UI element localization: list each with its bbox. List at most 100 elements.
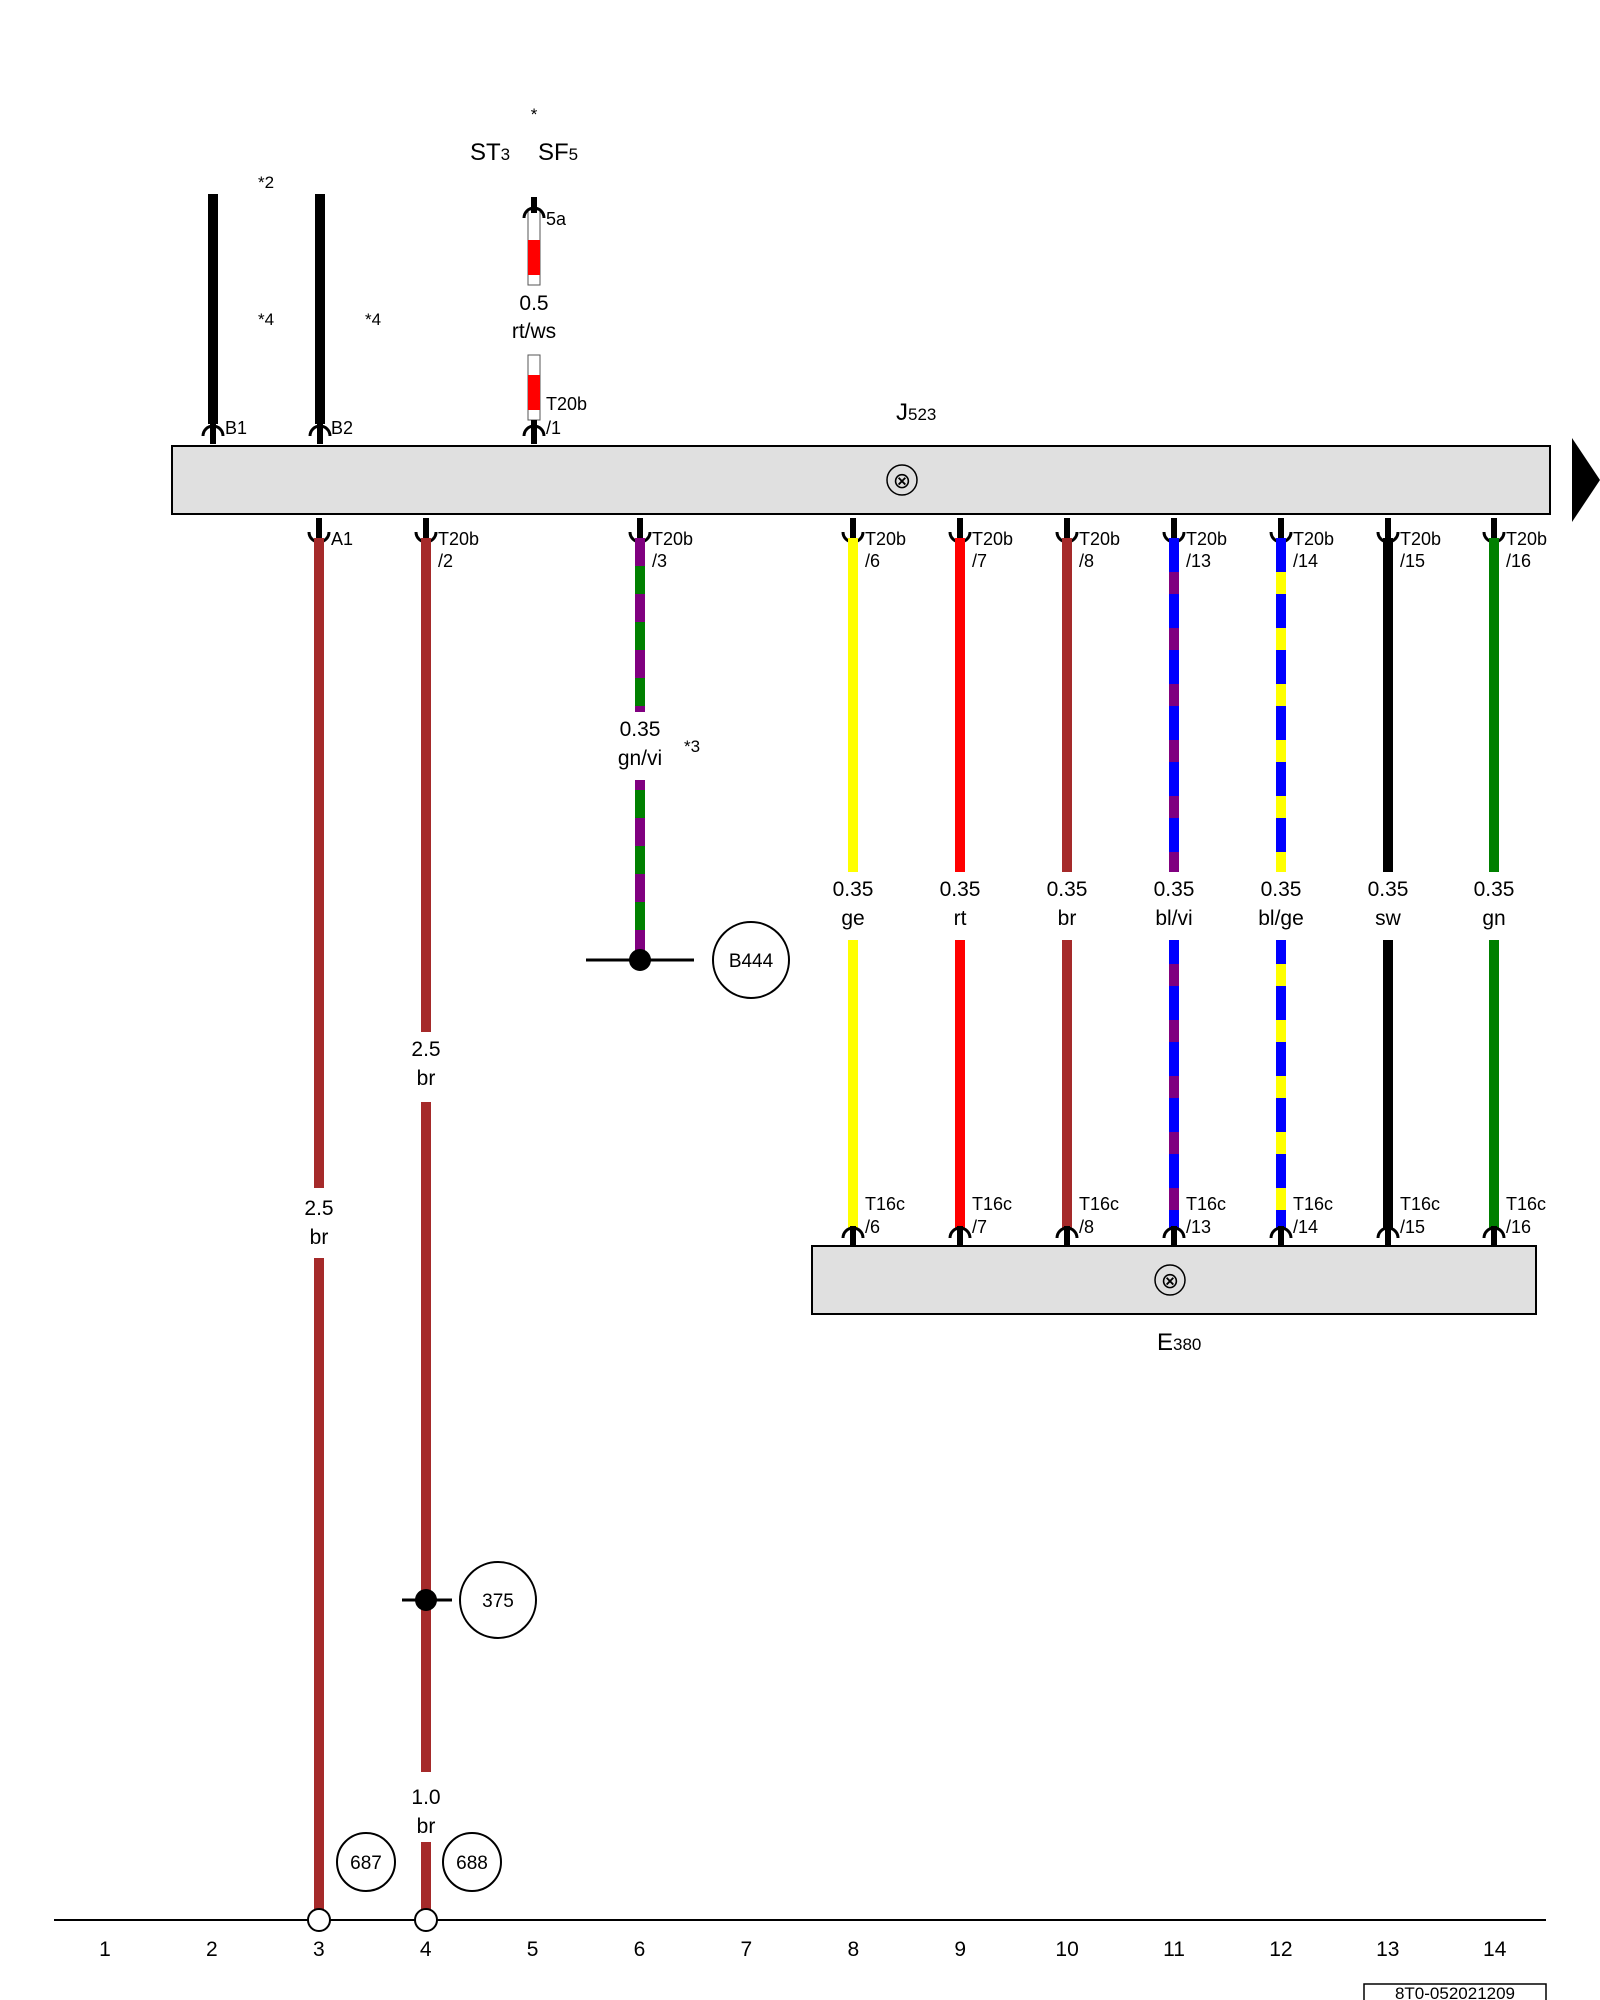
pin-top-a: T20b	[865, 529, 906, 549]
pin-top-a: T20b	[1186, 529, 1227, 549]
wire-stripe	[1276, 538, 1286, 572]
pin-b1: B1	[225, 418, 247, 438]
j523-label: J523	[896, 399, 936, 426]
wire-stripe	[1169, 762, 1179, 796]
ground-point-b444	[586, 921, 790, 999]
connector-bottom-stem	[957, 1226, 963, 1246]
pin-top-a: T20b	[1400, 529, 1441, 549]
pin-t20b-2-a: T20b	[438, 529, 479, 549]
connector-top-stem	[1064, 518, 1070, 538]
fuse-st-label: ST3	[470, 139, 510, 166]
wire-color: ge	[841, 907, 864, 930]
wire-b2	[315, 194, 325, 424]
pin-top-b: /6	[865, 551, 880, 571]
label-gap	[1166, 872, 1182, 940]
wire-5-color: rt/ws	[512, 320, 556, 343]
wire-stripe	[1276, 818, 1286, 852]
track-number: 1	[99, 1938, 111, 1961]
wire-stripe	[1169, 1154, 1179, 1188]
wire-a1	[307, 518, 331, 1915]
label-gap	[1486, 872, 1502, 940]
connector-top-stem	[1491, 518, 1497, 538]
pin-t20b-2-b: /2	[438, 551, 453, 571]
connector-bottom-stem	[1278, 1226, 1284, 1246]
wire-stripe	[1169, 1132, 1179, 1154]
pin-t20b-1-b: /1	[546, 418, 561, 438]
wire-size: 0.35	[1154, 878, 1195, 901]
fuse-star: *	[531, 105, 538, 124]
wire-stripe	[1169, 706, 1179, 740]
track-number: 2	[206, 1938, 218, 1961]
wire-stripe	[1276, 986, 1286, 1020]
wire-stripe	[1169, 930, 1179, 964]
wire-stripe	[1276, 650, 1286, 684]
pin-bottom-b: /14	[1293, 1217, 1318, 1237]
wire-3-color: br	[310, 1226, 329, 1249]
wire-stripe	[1276, 964, 1286, 986]
wire-stripe	[1276, 740, 1286, 762]
wire-size: 0.35	[1368, 878, 1409, 901]
pin-t20b-3-a: T20b	[652, 529, 693, 549]
connector-bottom-stem	[1064, 1226, 1070, 1246]
wire-stripe	[1276, 1076, 1286, 1098]
wire-stripe	[1276, 1188, 1286, 1210]
wire-t20b-2	[414, 518, 438, 1915]
ground-point-375	[402, 1561, 537, 1639]
pin-t20b-1-a: T20b	[546, 394, 587, 414]
ground-ref-688	[442, 1832, 502, 1892]
wire-stripe	[1276, 1154, 1286, 1188]
wire-stripe	[1276, 684, 1286, 706]
pin-top-b: /8	[1079, 551, 1094, 571]
pin-top-b: /15	[1400, 551, 1425, 571]
connector-b1	[201, 424, 225, 444]
wire-stripe	[1169, 1020, 1179, 1042]
connector-t20b-1	[522, 420, 546, 444]
label-gap	[845, 872, 861, 940]
wire-stripe	[1276, 852, 1286, 874]
connector-bottom-stem	[1385, 1226, 1391, 1246]
wire-size: 0.35	[1474, 878, 1515, 901]
wire-size: 0.35	[1047, 878, 1088, 901]
wire-color: br	[1058, 907, 1077, 930]
e380-label: E380	[1157, 1329, 1201, 1356]
wire-stripe	[1276, 1210, 1286, 1228]
wire-stripe	[1169, 852, 1179, 874]
pin-top-a: T20b	[1079, 529, 1120, 549]
wire-stripe	[1276, 628, 1286, 650]
wire-stripe	[1169, 650, 1179, 684]
wire-stripe	[1169, 684, 1179, 706]
pin-bottom-a: T16c	[1293, 1194, 1333, 1214]
ground-ref-687	[336, 1832, 396, 1892]
wire-4-color: br	[417, 1067, 436, 1090]
wire-stripe	[1169, 594, 1179, 628]
wire-stripe	[1276, 1042, 1286, 1076]
pin-bottom-a: T16c	[1186, 1194, 1226, 1214]
connector-top-stem	[850, 518, 856, 538]
track-number: 8	[847, 1938, 859, 1961]
j523-symbol: ⊗	[893, 468, 911, 493]
wire-stripe	[1169, 818, 1179, 852]
note-2: *2	[258, 173, 274, 192]
wire-4-size-2: 1.0	[411, 1786, 440, 1809]
pin-bottom-b: /6	[865, 1217, 880, 1237]
track-number: 10	[1055, 1938, 1078, 1961]
label-gap	[1380, 872, 1396, 940]
connector-bottom-stem	[1491, 1226, 1497, 1246]
pin-b2: B2	[331, 418, 353, 438]
pin-5a: 5a	[546, 209, 567, 229]
wire-color: bl/vi	[1155, 907, 1192, 930]
pin-bottom-a: T16c	[972, 1194, 1012, 1214]
terminal-track-4	[414, 1908, 438, 1932]
fuse-sf-label: SF5	[538, 139, 578, 166]
connector-b2	[308, 424, 332, 444]
pin-bottom-b: /16	[1506, 1217, 1531, 1237]
ground-688-label: 688	[456, 1853, 488, 1874]
wire-stripe	[1169, 572, 1179, 594]
track-number: 14	[1483, 1938, 1507, 1961]
wire-6-size: 0.35	[620, 718, 661, 741]
